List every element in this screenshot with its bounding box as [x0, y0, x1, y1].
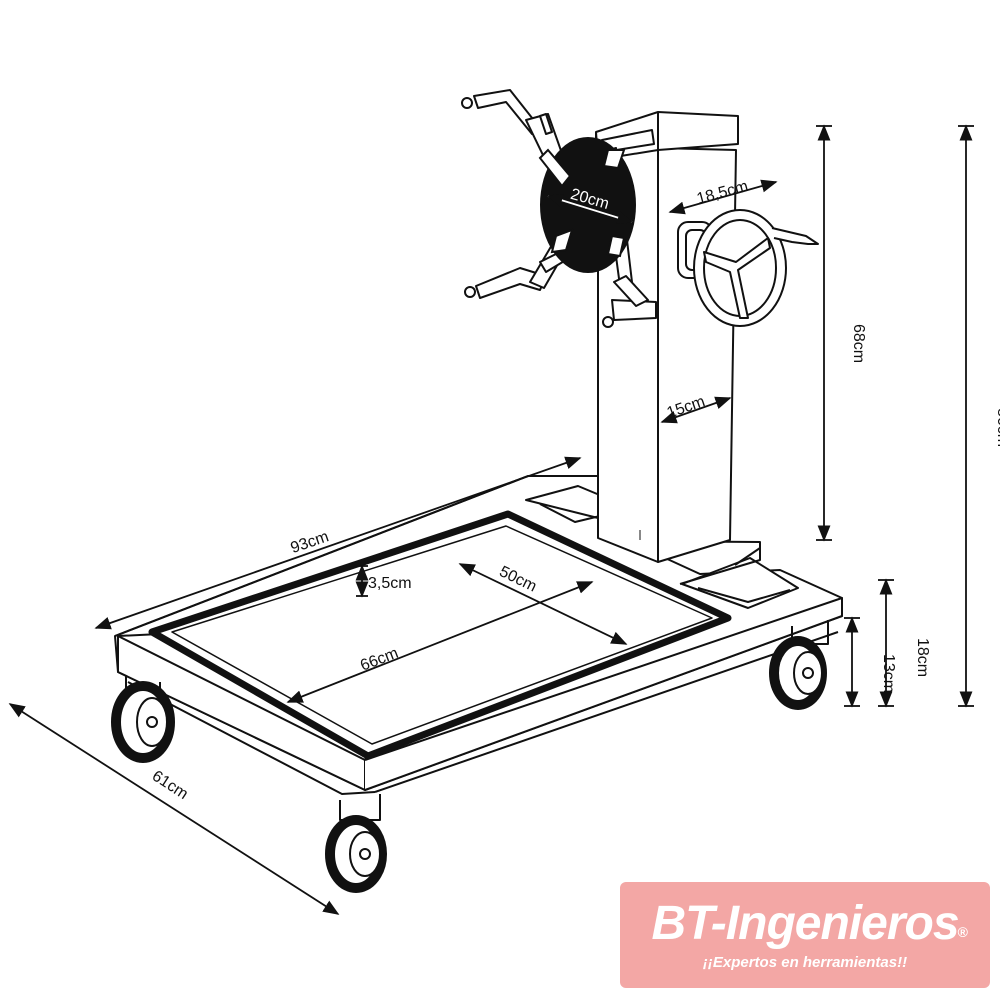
registered-mark: ® — [957, 924, 968, 940]
label-wheel-height: 13cm — [880, 654, 897, 693]
rear-right-wheel — [769, 620, 829, 710]
label-tray-depth: 3,5cm — [368, 575, 412, 592]
handwheel — [677, 209, 819, 327]
front-right-wheel — [325, 794, 387, 893]
plate-brackets — [538, 148, 626, 258]
brand-slogan: ¡¡Expertos en herramientas!! — [702, 954, 908, 971]
brand-name: BT-Ingenieros — [651, 897, 959, 950]
dim-line-wheel-diameter — [668, 179, 778, 215]
dim-line-column-width — [660, 396, 732, 424]
dim-line-width — [8, 703, 340, 915]
label-base-height: 18cm — [914, 638, 931, 677]
brand-watermark: BT-Ingenieros ® ¡¡Expertos en herramient… — [620, 882, 990, 988]
dim-line-tray-length — [286, 581, 594, 703]
dim-line-length — [94, 456, 582, 630]
label-column-height: 68cm — [850, 324, 867, 363]
label-height-total: 86cm — [994, 408, 1000, 447]
dim-line-plate-diameter — [546, 194, 634, 224]
